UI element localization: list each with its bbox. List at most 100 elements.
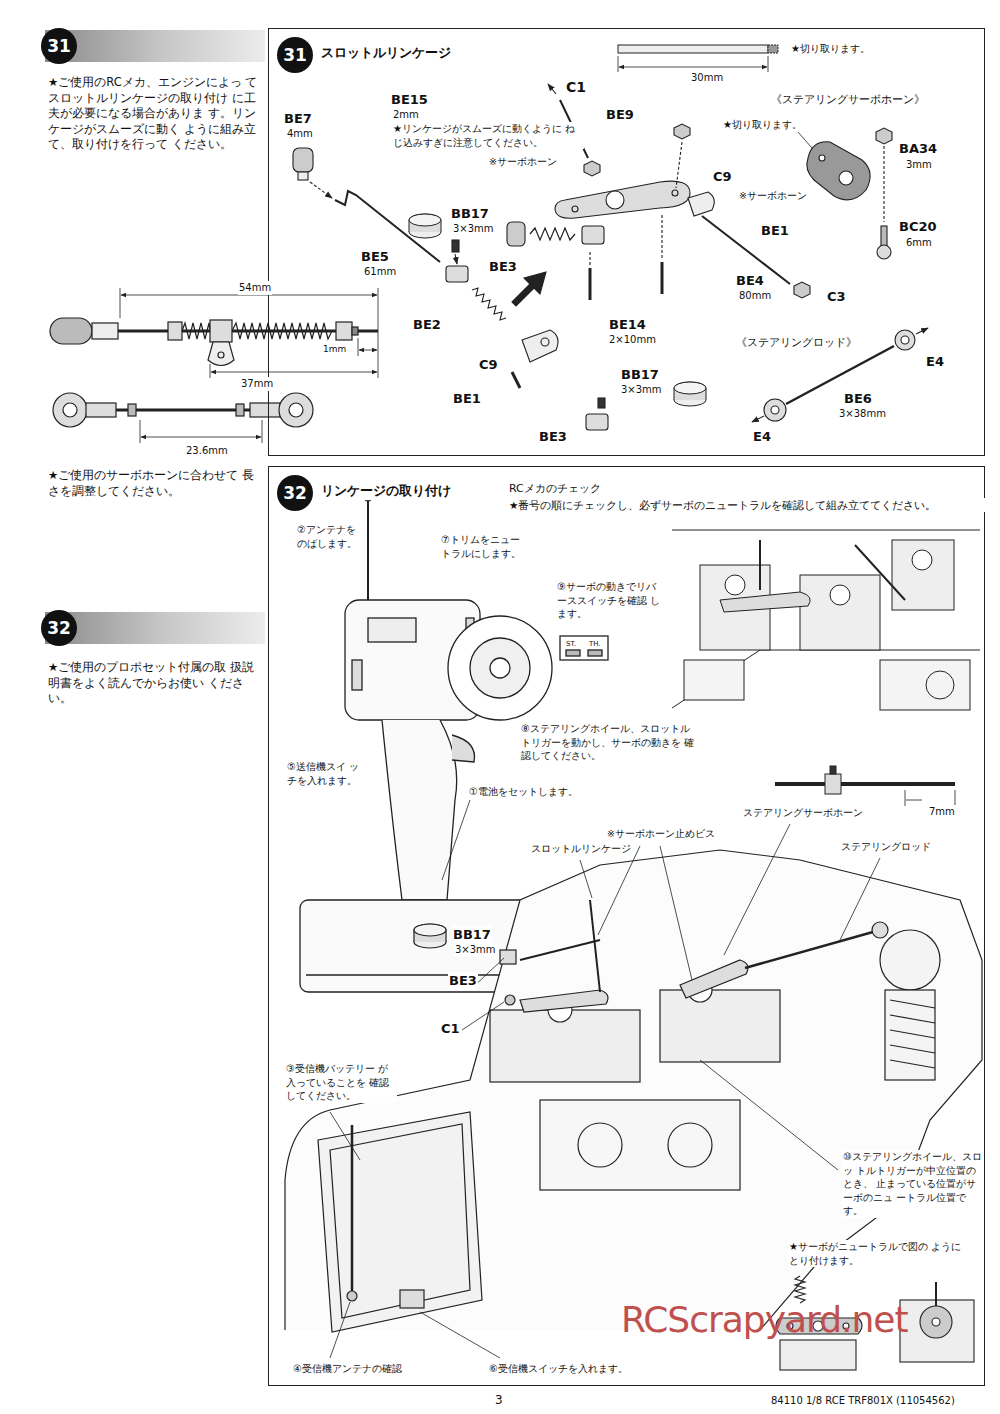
collar-detail-part — [905, 790, 906, 806]
dimension: 37mm — [240, 377, 274, 391]
steering-servo-horn-part — [876, 128, 892, 144]
chassis-closeup-part — [912, 550, 932, 570]
chassis-part — [520, 940, 600, 960]
servo-neutral-diagram-part — [795, 1276, 805, 1303]
linkage-assembly-part — [676, 142, 682, 188]
steering-rod-part — [916, 328, 928, 334]
throttle-rod-assembled-part — [336, 322, 352, 340]
linkage-assembly-part — [661, 215, 662, 258]
part-size: 3×3mm — [452, 222, 495, 236]
stopper-spring-part — [512, 272, 546, 306]
chassis-closeup-part — [720, 592, 810, 612]
note: ★切り取ります。 — [722, 118, 803, 132]
steering-servo-horn-part — [798, 132, 812, 148]
chassis-part — [505, 995, 515, 1005]
collar-detail-part — [775, 782, 955, 786]
throttle-rod-assembled-part — [92, 323, 118, 339]
steering-rod-part — [895, 330, 915, 350]
ruler-rod — [618, 45, 778, 72]
steering-rod-assembled-part — [53, 393, 87, 427]
leader-line-part — [700, 1060, 838, 1170]
stopper-spring-part — [472, 288, 506, 320]
transmitter-part — [367, 500, 369, 600]
step-number: 32 — [41, 610, 77, 646]
steering-rod-assembled-part — [279, 393, 313, 427]
part-size: 3×3mm — [454, 943, 497, 957]
step-number: 31 — [277, 37, 313, 73]
steering-servo-horn — [798, 128, 892, 259]
dimension: 30mm — [690, 71, 724, 85]
leader-line-part — [462, 1002, 504, 1030]
part-number: BE4 — [735, 272, 765, 290]
steering-rod-assembled-part — [128, 404, 136, 416]
part-number: C1 — [565, 78, 587, 97]
part-number: C1 — [440, 1020, 461, 1038]
part-number: BE2 — [412, 316, 442, 334]
stopper-spring-part — [522, 330, 558, 362]
chassis-part — [680, 960, 748, 998]
ruler-rod-part — [618, 56, 619, 72]
transmitter-part — [588, 650, 602, 656]
chassis-part — [660, 990, 780, 1062]
callout: ステアリングロッド — [840, 840, 932, 854]
chassis-part — [885, 990, 935, 1080]
part-number: BE3 — [488, 258, 518, 276]
servo-neutral-diagram-part — [920, 1306, 952, 1338]
linkage-assembly-part — [589, 250, 590, 265]
note: ★ご使用のサーボホーンに合わせて 長さを調整してください。 — [47, 468, 264, 499]
steering-servo-horn-part — [883, 146, 884, 222]
part-number: E4 — [752, 428, 772, 446]
chassis-closeup-part — [759, 540, 761, 590]
callout: ※サーボホーン止めビス — [606, 828, 716, 841]
chassis — [285, 850, 982, 1332]
throttle-rod-assembled-part — [352, 327, 358, 335]
transmitter-part — [470, 638, 530, 698]
note: ★切り取ります。 — [790, 42, 871, 56]
chassis-closeup-part — [800, 575, 880, 650]
chassis-closeup-part — [855, 545, 905, 600]
callout: ⑨サーボの動きでリバ ーススイッチを確認 します。 — [556, 580, 670, 621]
collar-detail — [775, 766, 955, 806]
heading: RCメカのチェック — [508, 482, 602, 497]
chassis-closeup-part — [725, 575, 745, 595]
set-screw-box-part — [674, 382, 706, 394]
leader-line-part — [598, 846, 640, 935]
part-size: 61mm — [363, 265, 397, 279]
linkage-assembly-part — [584, 161, 600, 176]
step-title: スロットルリンケージ — [319, 44, 453, 62]
note: ★ご使用のRCメカ、エンジンによっ てスロットルリンケージの取り付け に工夫が必… — [47, 75, 259, 153]
chassis-part — [414, 924, 446, 942]
collar-detail-part — [830, 766, 836, 774]
steering-servo-horn-part — [807, 142, 870, 200]
throttle-rod-assembled-part — [182, 323, 210, 339]
steering-rod-part — [786, 346, 894, 404]
part-number: BE14 — [608, 316, 647, 334]
dimension-line — [120, 288, 378, 378]
chassis-part — [745, 930, 880, 968]
ball-connector-part — [293, 148, 313, 172]
part-number: BC20 — [898, 218, 938, 236]
throttle-rod-assembled — [50, 318, 378, 366]
chassis-part — [318, 1112, 482, 1332]
part-number: BE7 — [283, 110, 313, 128]
steering-rod-assembled-part — [86, 403, 116, 417]
chassis-closeup-part — [926, 671, 954, 699]
transmitter-part — [490, 658, 510, 678]
chassis-part — [347, 1291, 357, 1301]
dimension: 23.6mm — [185, 444, 229, 458]
linkage-assembly-part — [661, 262, 664, 294]
part-number: BB17 — [620, 366, 660, 384]
steering-rod-assembled-part — [250, 403, 280, 417]
ruler-rod-part — [768, 56, 769, 72]
steering-rod-assembled-part — [63, 403, 77, 417]
chassis-closeup — [672, 530, 980, 710]
note: ★サーボがニュートラルで図の ようにとり付けます。 — [788, 1240, 965, 1267]
linkage-assembly-part — [794, 282, 810, 298]
steering-rod-assembled — [53, 393, 313, 427]
step-header: 31 — [45, 30, 265, 62]
transmitter-part — [452, 735, 475, 762]
note: ★番号の順にチェックし、必ずサーボのニュートラルを確認して組み立ててください。 — [508, 498, 985, 512]
dimension-line-part — [358, 338, 359, 356]
part-number: BE1 — [452, 390, 482, 408]
chassis-part — [351, 1125, 354, 1292]
